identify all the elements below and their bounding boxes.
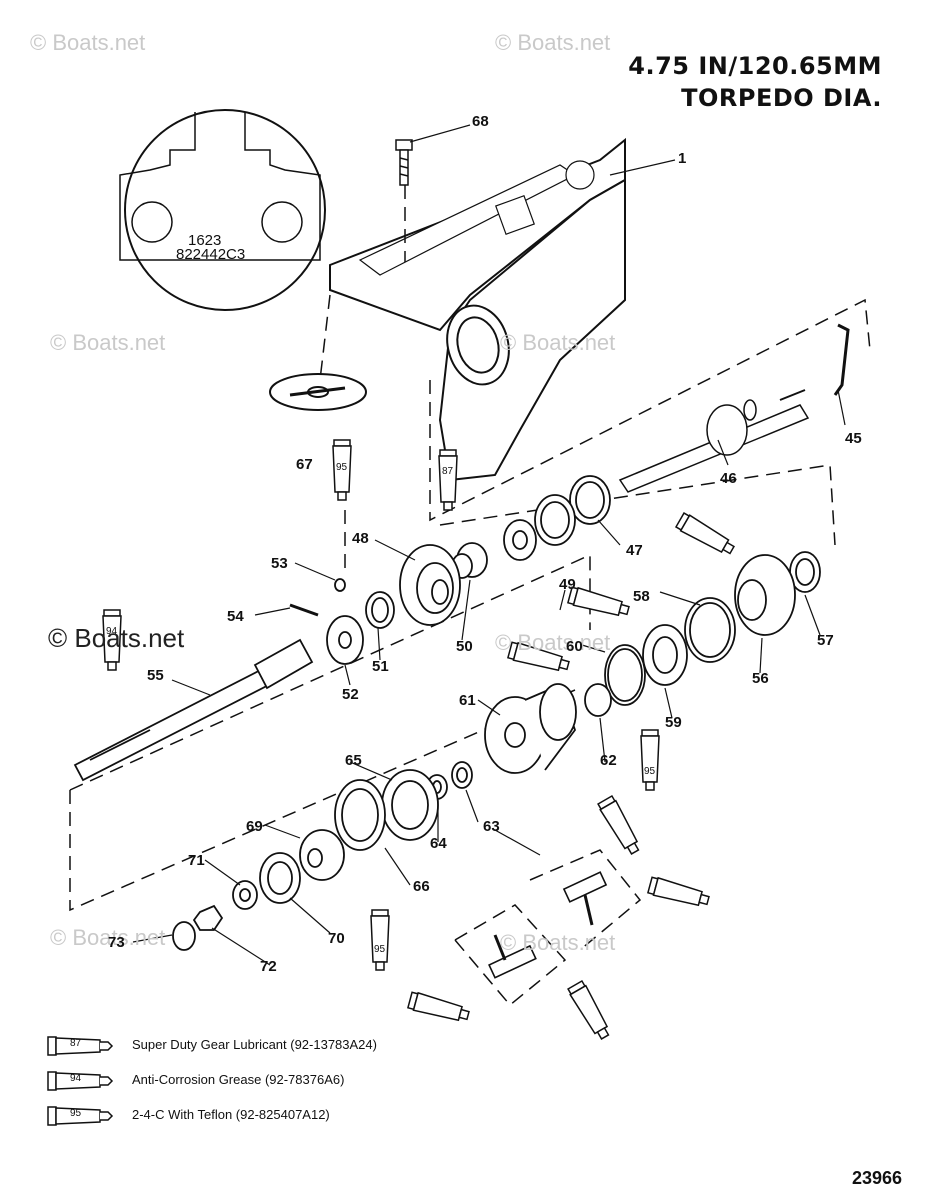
watermark: © Boats.net — [30, 30, 146, 55]
callout-57: 57 — [817, 632, 834, 649]
watermark: © Boats.net — [48, 623, 185, 653]
callout-46: 46 — [720, 470, 737, 487]
callout-65: 65 — [345, 752, 362, 769]
tube-label-95: 95 — [374, 944, 386, 955]
callout-59: 59 — [665, 714, 682, 731]
casting-detail-inset — [119, 109, 326, 311]
callout-50: 50 — [456, 638, 473, 655]
part-45 — [833, 323, 850, 396]
propeller-hardware — [172, 761, 473, 951]
casting-number-line2: 822442C3 — [176, 246, 246, 263]
callout-47: 47 — [626, 542, 643, 559]
callout-1: 1 — [678, 150, 687, 167]
watermark: © Boats.net — [50, 330, 166, 355]
callout-48: 48 — [352, 530, 369, 547]
callout-49: 49 — [559, 576, 576, 593]
callout-62: 62 — [600, 752, 617, 769]
part-67 — [269, 373, 367, 411]
tube-label-95: 95 — [336, 462, 348, 473]
callout-55: 55 — [147, 667, 164, 684]
bearing-group-56-59 — [584, 551, 821, 717]
callout-67: 67 — [296, 456, 313, 473]
tube-label-95: 95 — [644, 766, 656, 777]
tube-label-94: 94 — [106, 626, 118, 637]
tube-label-87: 87 — [442, 466, 454, 477]
callout-61: 61 — [459, 692, 476, 709]
legend-row-94: 94 Anti-Corrosion Grease (92-78376A6) — [70, 1072, 345, 1087]
clutch-parts — [289, 578, 395, 665]
watermark: © Boats.net — [495, 30, 611, 55]
watermark: © Boats.net — [50, 925, 166, 950]
callout-51: 51 — [372, 658, 389, 675]
callout-73: 73 — [108, 934, 125, 951]
callout-69: 69 — [246, 818, 263, 835]
callout-56: 56 — [752, 670, 769, 687]
callout-leaders — [132, 124, 846, 966]
watermark: © Boats.net — [500, 330, 616, 355]
callout-53: 53 — [271, 555, 288, 572]
callout-52: 52 — [342, 686, 359, 703]
casting-number-line1: 1623 — [188, 232, 222, 249]
callout-70: 70 — [328, 930, 345, 947]
callout-63: 63 — [483, 818, 500, 835]
callout-66: 66 — [413, 878, 430, 895]
lubricant-tube-icon — [47, 1036, 114, 1126]
watermark: © Boats.net — [495, 630, 611, 655]
callout-45: 45 — [845, 430, 862, 447]
callout-54: 54 — [227, 608, 244, 625]
callout-64: 64 — [430, 835, 447, 852]
figure-number: 23966 — [851, 1168, 902, 1188]
propeller-shaft-55 — [73, 638, 314, 782]
bearing-carrier-61 — [484, 683, 577, 774]
callout-71: 71 — [188, 852, 205, 869]
gearcase-housing — [329, 137, 626, 482]
torpedo-diameter-subtitle: TORPEDO DIA. — [681, 84, 882, 112]
callout-72: 72 — [260, 958, 277, 975]
legend-row-87: 87 Super Duty Gear Lubricant (92-13783A2… — [70, 1037, 377, 1052]
legend-text-94: Anti-Corrosion Grease (92-78376A6) — [132, 1072, 345, 1087]
part-46 — [618, 389, 810, 493]
legend-row-95: 95 2-4-C With Teflon (92-825407A12) — [70, 1107, 330, 1122]
bearing-cups — [451, 475, 611, 579]
gear-48 — [399, 544, 461, 626]
callout-60: 60 — [566, 638, 583, 655]
bolt-68 — [395, 139, 413, 186]
callout-68: 68 — [472, 113, 489, 130]
legend-text-95: 2-4-C With Teflon (92-825407A12) — [132, 1107, 330, 1122]
shift-parts — [488, 871, 608, 979]
watermark: © Boats.net — [500, 930, 616, 955]
legend-text-87: Super Duty Gear Lubricant (92-13783A24) — [132, 1037, 377, 1052]
torpedo-diameter-title: 4.75 IN/120.65MM — [628, 52, 882, 80]
callout-58: 58 — [633, 588, 650, 605]
